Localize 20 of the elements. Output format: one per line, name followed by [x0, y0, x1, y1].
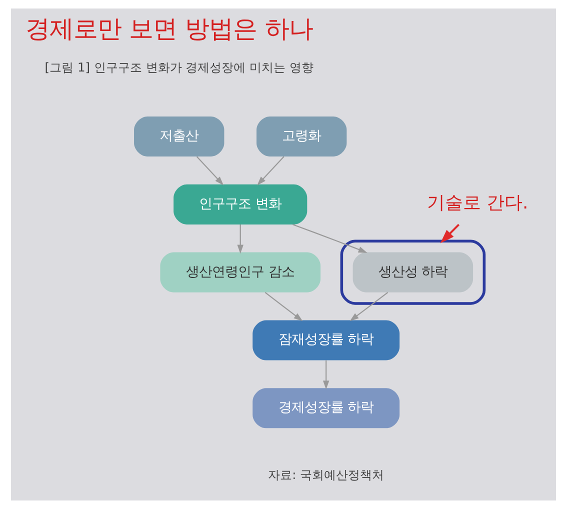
arrow — [236, 224, 243, 254]
node-box: 고령화 — [256, 116, 346, 157]
cluster — [340, 240, 486, 305]
arrow — [440, 224, 460, 244]
node-box: 저출산 — [134, 116, 224, 157]
node-text: 기술로 간다. — [426, 192, 528, 214]
arrow — [322, 360, 329, 390]
node-box: 생산성 하락 — [352, 252, 473, 292]
arrow — [292, 224, 367, 253]
arrow — [349, 292, 388, 322]
arrow — [196, 156, 224, 186]
arrow — [256, 156, 284, 186]
node-box: 생산연령인구 감소 — [160, 252, 320, 292]
node-box: 잠재성장률 하락 — [252, 320, 400, 360]
label: [그림 1] 인구구조 변화가 경제성장에 미치는 영향 — [44, 60, 313, 75]
node-box: 경제성장률 하락 — [252, 388, 400, 428]
node-box: 인구구조 변화 — [173, 184, 307, 224]
arrow — [264, 292, 302, 322]
label: 자료: 국회예산정책처 — [268, 468, 384, 482]
diagram-title: 경제로만 보면 방법은 하나 — [24, 14, 312, 43]
